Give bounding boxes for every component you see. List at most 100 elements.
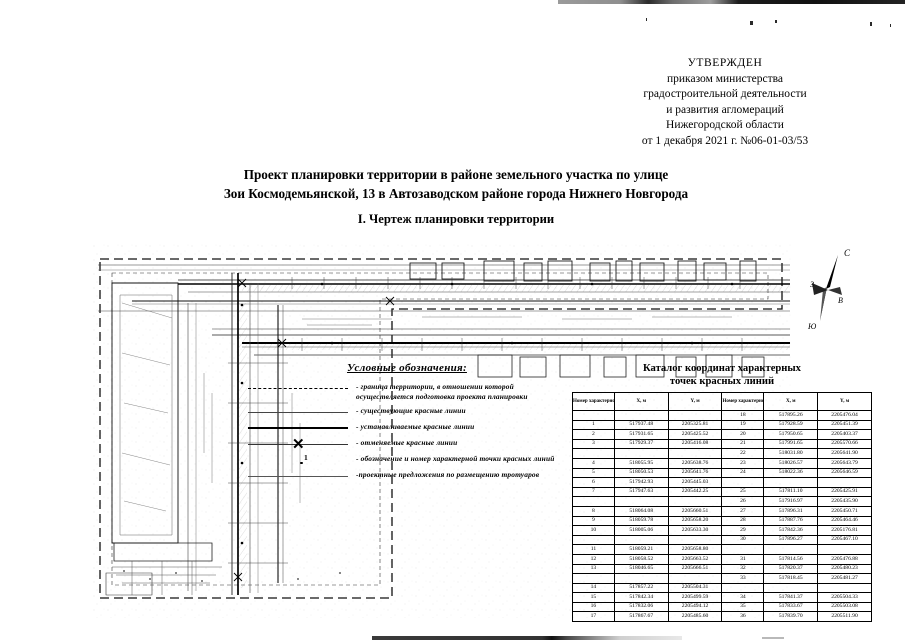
cell-point-number: 2 bbox=[572, 429, 615, 440]
cell-x-coordinate: 518026.57 bbox=[763, 457, 819, 469]
cell-x-coordinate: 517832.06 bbox=[613, 601, 669, 613]
cell-x-coordinate: 517867.67 bbox=[613, 611, 669, 623]
table-header-row: Номер характерной точки X, м Y, м Номер … bbox=[572, 392, 872, 411]
cell-point-number: 10 bbox=[572, 525, 615, 536]
approval-order-number: от 1 декабря 2021 г. №06-01-03/53 bbox=[641, 134, 809, 147]
cell-x-coordinate: 517931.65 bbox=[613, 429, 669, 440]
cell-x-coordinate: 517818.45 bbox=[763, 573, 819, 584]
scan-edge-bottom bbox=[372, 636, 682, 640]
cell-y-coordinate bbox=[817, 477, 872, 488]
compass-rose: С З В Ю bbox=[786, 243, 862, 333]
cell-y-coordinate: 2205494.12 bbox=[667, 601, 723, 613]
cell-y-coordinate: 2205570.66 bbox=[817, 438, 872, 450]
cell-x-coordinate: 518031.80 bbox=[763, 448, 819, 459]
cell-y-coordinate: 2205442.25 bbox=[667, 486, 723, 498]
cell-point-number: 11 bbox=[572, 544, 615, 555]
cell-y-coordinate: 2205425.52 bbox=[667, 429, 723, 440]
cell-y-coordinate: 2205504.33 bbox=[817, 592, 872, 603]
approval-line-4: Нижегородской области bbox=[666, 119, 784, 132]
legend-item-territory-boundary: - граница территории, в отношении которо… bbox=[248, 382, 566, 403]
cell-point-number: 7 bbox=[572, 486, 615, 498]
cell-point-number: 29 bbox=[721, 525, 765, 536]
cell-point-number: 19 bbox=[721, 419, 765, 431]
cell-y-coordinate: 2205435.90 bbox=[817, 496, 872, 507]
legend-item-label: - граница территории, в отношении которо… bbox=[356, 382, 528, 402]
coordinate-table: Номер характерной точки X, м Y, м Номер … bbox=[572, 392, 872, 623]
legend-title: Условные обозначения: bbox=[347, 362, 467, 374]
cell-x-coordinate bbox=[613, 448, 669, 459]
cell-x-coordinate: 517942.93 bbox=[613, 477, 669, 488]
cell-y-coordinate: 2205464.46 bbox=[817, 515, 872, 527]
cell-x-coordinate: 517839.70 bbox=[763, 611, 819, 623]
cell-point-number bbox=[572, 496, 615, 507]
scan-speck bbox=[870, 22, 872, 26]
cell-point-number: 4 bbox=[572, 457, 615, 469]
cell-point-number: 33 bbox=[721, 573, 765, 584]
coordinate-catalog: Каталог координат характерных точек крас… bbox=[572, 362, 872, 623]
cell-y-coordinate: 2205416.08 bbox=[667, 438, 723, 450]
cell-point-number: 32 bbox=[721, 563, 765, 575]
cell-point-number: 27 bbox=[721, 505, 765, 517]
cell-point-number: 22 bbox=[721, 448, 765, 459]
thin-line-icon bbox=[248, 406, 352, 419]
cell-point-number: 17 bbox=[572, 611, 615, 623]
cell-x-coordinate: 517929.37 bbox=[613, 438, 669, 450]
cell-point-number: 21 bbox=[721, 438, 765, 450]
scan-edge-top bbox=[558, 0, 905, 4]
cell-y-coordinate: 2205663.52 bbox=[667, 553, 723, 565]
cell-x-coordinate: 517895.26 bbox=[763, 410, 819, 421]
cell-point-number bbox=[721, 477, 765, 488]
cell-y-coordinate bbox=[667, 534, 723, 546]
col-header-point-number: Номер характерной точки bbox=[572, 392, 615, 411]
cell-point-number: 14 bbox=[572, 582, 615, 594]
cell-y-coordinate: 2205643.79 bbox=[817, 457, 872, 469]
col-header-x: X, м bbox=[613, 392, 669, 411]
cell-x-coordinate: 518059.21 bbox=[613, 544, 669, 555]
cell-y-coordinate: 2205451.39 bbox=[817, 419, 872, 431]
cell-x-coordinate: 518005.06 bbox=[613, 525, 669, 536]
cell-x-coordinate: 517811.10 bbox=[763, 486, 819, 498]
cross-line-icon: ✕ bbox=[248, 437, 352, 452]
cell-point-number: 35 bbox=[721, 601, 765, 613]
cell-y-coordinate: 2205176.81 bbox=[817, 525, 872, 536]
col-header-point-number: Номер характерной точки bbox=[721, 392, 765, 411]
cell-y-coordinate: 2205485.60 bbox=[667, 611, 723, 623]
cell-point-number bbox=[572, 573, 615, 584]
approval-heading: УТВЕРЖДЕН bbox=[687, 57, 763, 69]
cell-y-coordinate bbox=[667, 410, 723, 421]
cell-x-coordinate: 518022.36 bbox=[763, 467, 819, 479]
legend-item-label: - устанавливаемые красные линии bbox=[356, 421, 475, 431]
cell-point-number: 18 bbox=[721, 410, 765, 421]
cell-y-coordinate: 2205646.59 bbox=[817, 467, 872, 479]
cell-y-coordinate: 2205504.31 bbox=[667, 582, 723, 594]
cell-y-coordinate: 2205666.51 bbox=[667, 563, 723, 575]
cell-x-coordinate: 517857.22 bbox=[613, 582, 669, 594]
legend: Условные обозначения: - граница территор… bbox=[248, 362, 566, 486]
scan-speck bbox=[775, 20, 777, 23]
cell-point-number: 20 bbox=[721, 429, 765, 440]
legend-item-existing-red-lines: - существующие красные линии bbox=[248, 406, 566, 419]
scan-speck bbox=[890, 24, 891, 27]
cell-y-coordinate: 2205480.23 bbox=[817, 563, 872, 575]
cell-y-coordinate: 2205425.91 bbox=[817, 486, 872, 498]
approval-line-2: градостроительной деятельности bbox=[643, 88, 807, 101]
cell-y-coordinate: 2205476.88 bbox=[817, 553, 872, 565]
cell-y-coordinate: 2205503.08 bbox=[817, 601, 872, 613]
cell-y-coordinate: 2205445.03 bbox=[667, 477, 723, 488]
